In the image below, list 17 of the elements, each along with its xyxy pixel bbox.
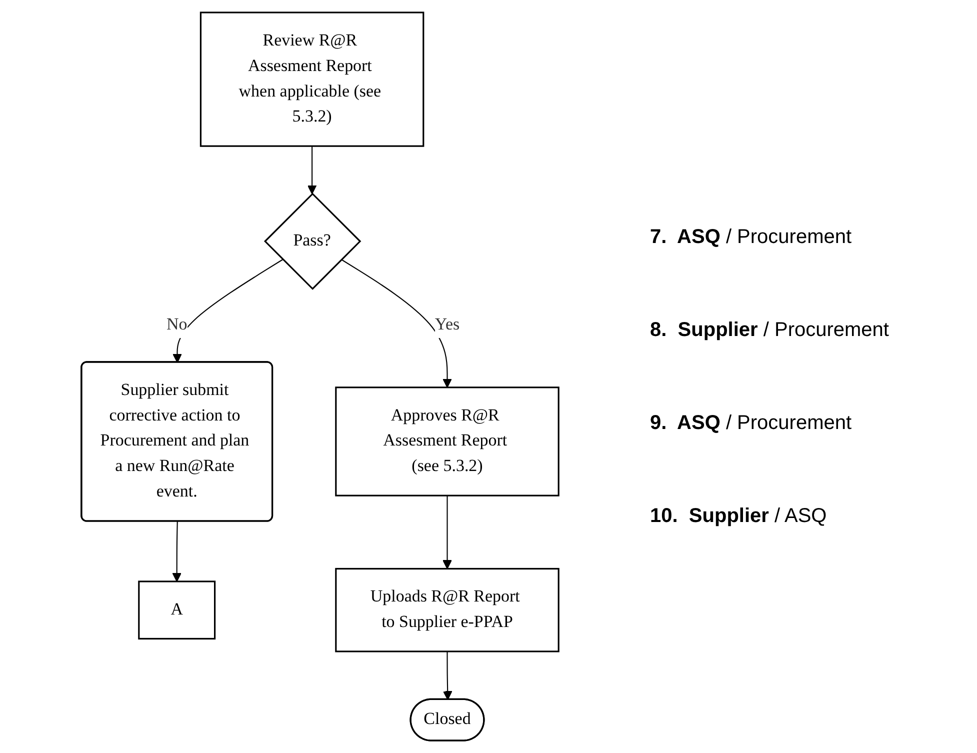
edge-label: No: [166, 316, 188, 334]
node-box: Uploads R@R Report to Supplier e-PPAP: [335, 568, 560, 652]
node-diamond: Pass?: [264, 192, 362, 290]
arrow: [442, 496, 452, 570]
arrow: [172, 259, 284, 363]
node-box: Review R@R Assesment Report when applicable (see 5.3.2): [200, 12, 424, 147]
node-box: A: [138, 580, 216, 640]
role-note: 7. ASQ / Procurement: [650, 226, 853, 248]
arrow: [172, 522, 182, 582]
arrow: [341, 259, 452, 388]
arrow: [442, 651, 452, 700]
role-note: 8. Supplier / Procurement: [650, 318, 890, 342]
node-box: Approves R@R Assesment Report (see 5.3.2): [335, 386, 560, 496]
role-note: 9. ASQ / Procurement: [650, 412, 853, 434]
arrow: [307, 146, 317, 194]
edge-label: Yes: [434, 316, 460, 334]
role-note: 10. Supplier / ASQ: [650, 504, 828, 528]
